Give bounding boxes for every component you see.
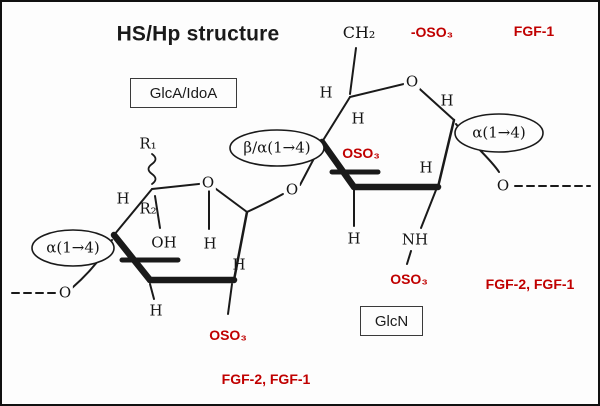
hydrogen-label: H	[440, 91, 454, 110]
ring-uronic-right-edge	[232, 210, 249, 282]
linkage-left-label: α(1→4)	[46, 238, 100, 257]
hydroxyl-label: OH	[149, 233, 179, 252]
glcn-box: GlcN	[360, 306, 423, 336]
bond-glcn-c2-nh	[420, 189, 437, 229]
glycosidic-oxygen-label: O	[283, 180, 301, 199]
ring-uronic-left-edge	[113, 188, 153, 236]
ring-glcn-right-edge	[436, 118, 456, 189]
hydrogen-label: H	[114, 189, 132, 208]
hydrogen-label: H	[351, 109, 365, 128]
r2-label: R₂	[139, 199, 157, 218]
linkage-left-oval	[31, 229, 115, 267]
sulfate-3o-label: OSO₃	[342, 145, 380, 161]
hydrogen-label: H	[419, 158, 433, 177]
bond-nh-oso3	[406, 250, 412, 265]
ring-oxygen-label-uronic: O	[199, 173, 217, 192]
ring-oxygen-label-glcn: O	[403, 72, 421, 91]
r1-label: R₁	[139, 134, 157, 153]
hydrogen-label: H	[149, 301, 163, 320]
ring-glcn-left-edge	[321, 96, 351, 143]
sulfate-top-label: -OSO₃	[410, 24, 454, 40]
ring-glcn-top-edges	[349, 80, 455, 121]
sulfate-left-bottom-label: OSO₃	[209, 327, 247, 343]
chain-oxygen-label-left: O	[56, 283, 74, 302]
bond-c5-oh	[154, 195, 161, 229]
bond-middle-glycosidic-left	[246, 193, 284, 213]
hydrogen-label: H	[347, 229, 361, 248]
linkage-middle-oval	[229, 129, 325, 167]
figure-title: HS/Hp structure	[116, 22, 280, 46]
bond-uronic-c-oso3	[227, 283, 233, 315]
n-sulfate-label: OSO₃	[390, 271, 428, 287]
hydrogen-label: H	[319, 83, 333, 102]
fgf-annotation-bottom: FGF-2, FGF-1	[221, 371, 311, 387]
bond-r1-squiggle	[147, 153, 157, 185]
glca-idoa-box: GlcA/IdoA	[130, 78, 237, 108]
hydrogen-label: H	[232, 255, 246, 274]
hydrogen-label: H	[201, 234, 219, 253]
linkage-right-oval	[454, 113, 544, 153]
linkage-right-label: α(1→4)	[472, 123, 526, 142]
bond-ch2-stem	[349, 47, 357, 95]
amine-label: NH	[401, 230, 429, 249]
bond-uronic-c-h-bottom	[149, 283, 155, 300]
ring-glcn-left-bottom-edge	[318, 138, 358, 191]
ch2-label: CH₂	[342, 23, 376, 42]
fgf-annotation-right: FGF-2, FGF-1	[485, 276, 575, 292]
fgf1-annotation-top: FGF-1	[513, 23, 555, 39]
linkage-middle-label: β/α(1→4)	[243, 138, 311, 157]
chain-oxygen-label-right: O	[494, 176, 512, 195]
